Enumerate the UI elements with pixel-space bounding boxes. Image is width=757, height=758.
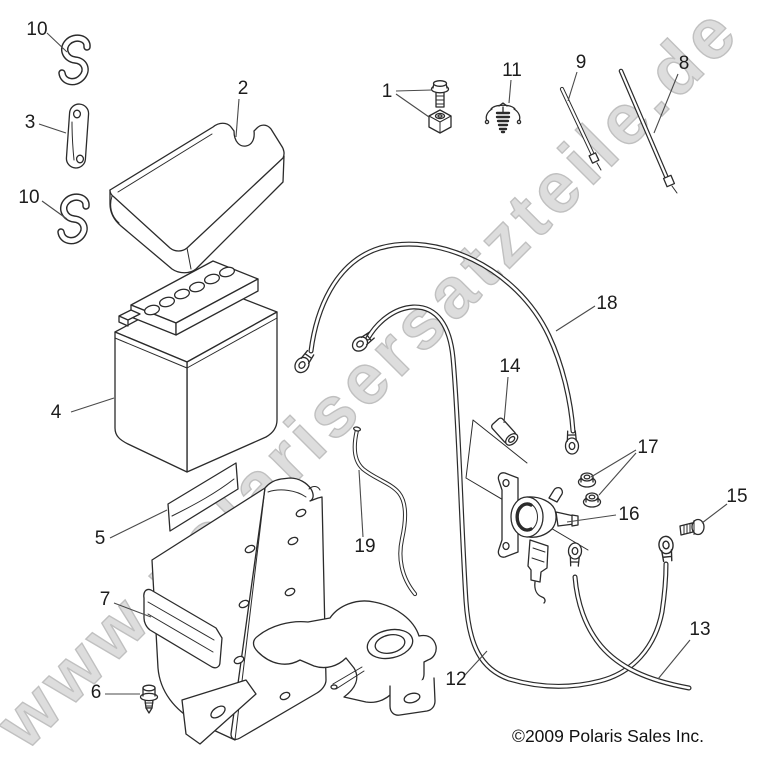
- callout-leader-battery-cable: [464, 650, 488, 676]
- mounting-bracket: [252, 600, 437, 716]
- callout-leader-flange-nuts: [590, 449, 637, 478]
- callout-leader-starter-cable: [657, 639, 691, 680]
- callout-leader-s-hook-upper: [46, 32, 68, 53]
- callout-label-vent-tube: 19: [354, 536, 375, 557]
- callout-label-s-hook-upper: 10: [26, 19, 47, 40]
- callout-leader-cable-tie-long: [653, 73, 679, 134]
- callout-leader-vent-tube: [358, 469, 364, 538]
- callout-label-bolt-small: 15: [726, 486, 747, 507]
- screw-6: [139, 684, 159, 714]
- callout-leader-foam-pad: [109, 509, 168, 539]
- bolt-14: [491, 417, 519, 446]
- callout-label-bolt-and-nut: 1: [382, 81, 393, 102]
- cable-tie-long: [618, 68, 678, 194]
- ring-terminal: [567, 542, 583, 567]
- callout-leader-bolt: [503, 376, 509, 424]
- solenoid: [497, 472, 579, 604]
- callout-leader-bolt-and-nut: [395, 89, 433, 92]
- callout-leader-bolt-and-nut: [395, 93, 430, 118]
- battery-box: [143, 477, 327, 745]
- callout-label-battery-cable: 12: [445, 669, 466, 690]
- callout-leader-hold-down-strap: [38, 123, 67, 134]
- battery-terminal-strip: [118, 260, 259, 336]
- callout-label-solenoid: 16: [618, 504, 639, 525]
- hold-down-strap: [65, 103, 90, 169]
- s-hook-lower: [57, 193, 90, 245]
- ground-cable: [308, 241, 576, 434]
- callout-leader-solenoid: [566, 514, 617, 523]
- callout-label-battery-cover: 2: [238, 78, 249, 99]
- callout-label-ground-cable: 18: [596, 293, 617, 314]
- callout-label-starter-cable: 13: [689, 619, 710, 640]
- callout-label-battery-box: 7: [100, 589, 111, 610]
- callout-label-cable-tie-long: 8: [679, 53, 690, 74]
- callout-label-s-hook-lower: 10: [18, 187, 39, 208]
- callout-leader-s-hook-lower: [41, 200, 68, 220]
- callout-label-hold-down-strap: 3: [25, 112, 36, 133]
- callout-leader-battery-cover: [235, 98, 240, 138]
- callout-label-flange-nuts: 17: [637, 437, 658, 458]
- starter-cable: [572, 574, 692, 691]
- cable-tie-short: [559, 86, 602, 171]
- battery-cable: [365, 304, 669, 689]
- battery-box-flange: [143, 588, 223, 669]
- callout-label-battery: 4: [51, 402, 62, 423]
- s-hook-upper: [58, 34, 91, 86]
- callout-leader-wire-clip: [508, 79, 512, 104]
- callout-leader-battery: [70, 397, 115, 413]
- wire-clip: [484, 102, 522, 134]
- callout-leader-flange-nuts: [598, 452, 637, 496]
- copyright-text: ©2009 Polaris Sales Inc.: [512, 726, 704, 746]
- callout-leader-cable-tie-short: [567, 71, 578, 102]
- callout-label-wire-clip: 11: [502, 60, 522, 81]
- callout-label-bolt: 14: [499, 356, 521, 377]
- flange-nuts: [577, 472, 602, 508]
- bolt-and-nut: [428, 80, 452, 134]
- ring-terminal: [657, 534, 676, 563]
- callout-leader-battery-box: [113, 602, 152, 618]
- ring-terminal: [564, 430, 580, 455]
- callout-leader-bolt-small: [701, 503, 728, 524]
- callout-leader-ground-cable: [555, 305, 596, 332]
- battery: [114, 260, 278, 473]
- callout-label-foam-pad: 5: [95, 528, 106, 549]
- battery-cover: [109, 122, 285, 274]
- callout-label-screw: 6: [91, 682, 102, 703]
- callout-label-cable-tie-short: 9: [576, 52, 587, 73]
- battery-box-foot: [181, 679, 257, 745]
- foam-pad: [167, 462, 239, 532]
- vent-tube: [352, 426, 418, 597]
- bolt-15: [679, 518, 705, 536]
